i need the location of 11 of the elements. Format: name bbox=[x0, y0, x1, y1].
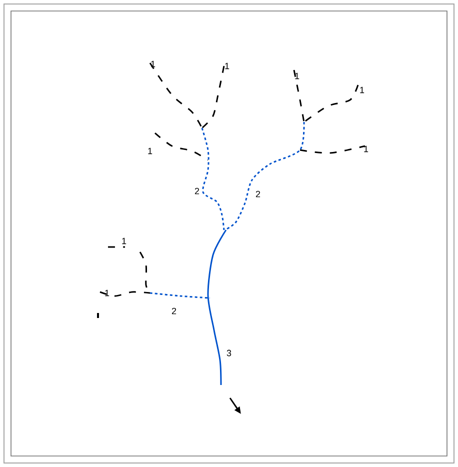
order-number: 1 bbox=[105, 290, 110, 296]
order-number: 1 bbox=[295, 72, 300, 80]
order-number: 1 bbox=[225, 62, 230, 70]
order-number: 1 bbox=[364, 146, 368, 152]
order-number: 2 bbox=[194, 188, 200, 194]
order-number: 3 bbox=[226, 350, 232, 356]
order-number: 2 bbox=[172, 308, 176, 314]
order-number: 1 bbox=[122, 238, 126, 244]
order-number: 1 bbox=[148, 148, 152, 154]
order-number: 1 bbox=[360, 86, 364, 94]
order-number: 2 bbox=[256, 190, 260, 198]
